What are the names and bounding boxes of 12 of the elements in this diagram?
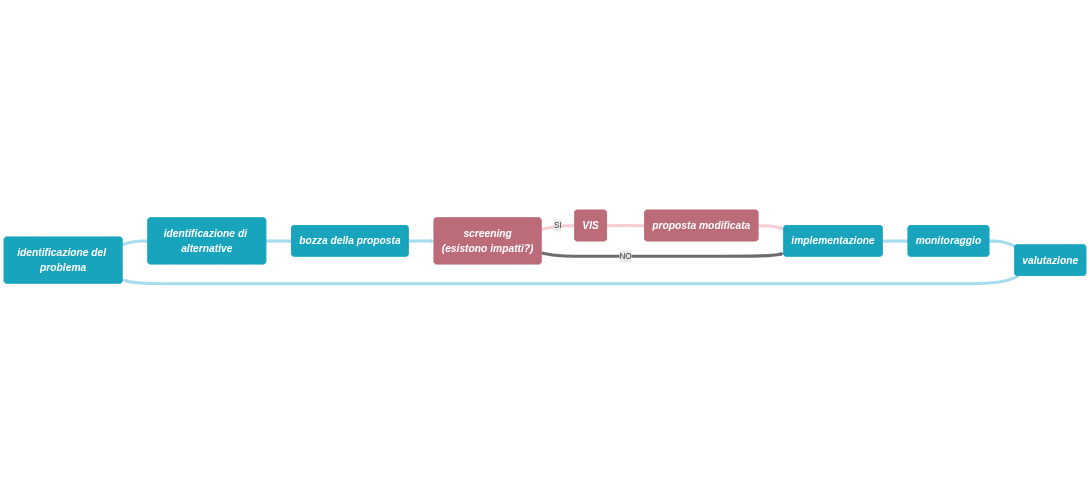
arrow <box>758 223 785 230</box>
arrow <box>408 238 435 243</box>
connector <box>606 223 645 227</box>
connector <box>266 239 292 243</box>
arrow <box>541 250 785 258</box>
connector <box>989 239 1016 248</box>
arrow <box>122 273 1020 285</box>
connector <box>882 239 909 243</box>
connector <box>121 239 149 246</box>
connector <box>541 223 575 231</box>
edge-label: NO <box>619 251 632 260</box>
edge-label: SI <box>554 220 562 230</box>
